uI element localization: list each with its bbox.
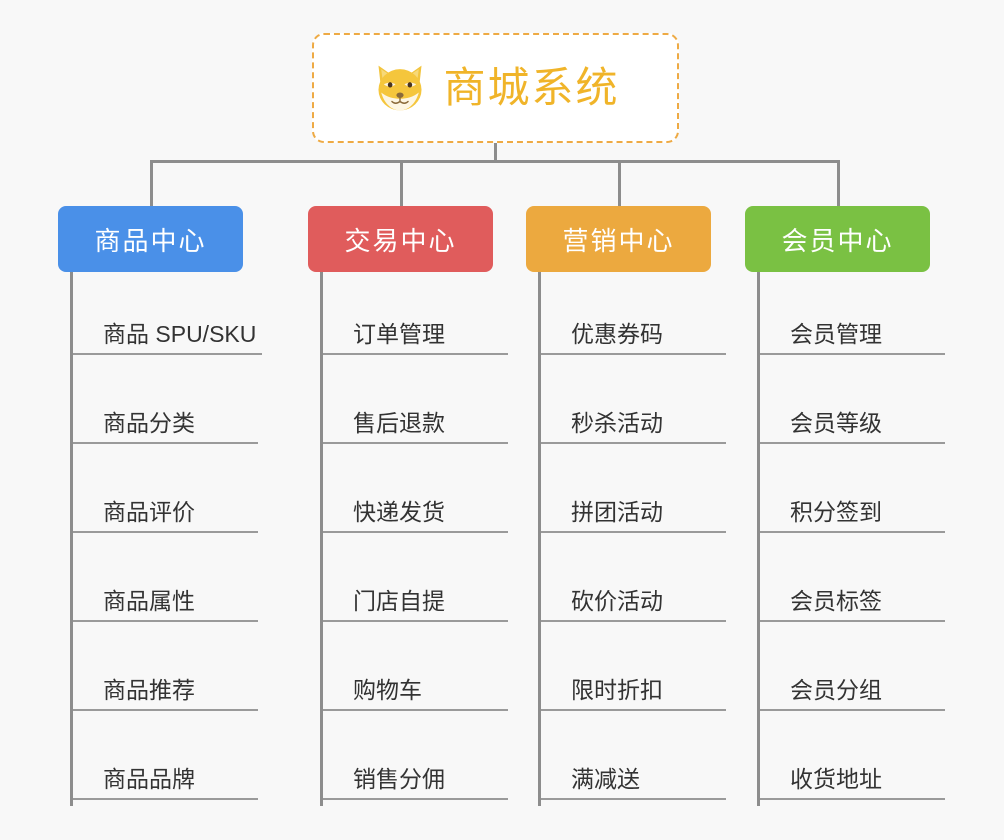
list-item[interactable]: 商品评价 xyxy=(73,450,258,539)
leaf-label: 订单管理 xyxy=(323,321,508,355)
category-column-2: 交易中心 订单管理 售后退款 快递发货 门店自提 购物车 销售分佣 xyxy=(308,206,508,806)
leaf-list-1: 商品 SPU/SKU 商品分类 商品评价 商品属性 商品推荐 商品品牌 xyxy=(70,272,263,806)
list-item[interactable]: 商品品牌 xyxy=(73,717,258,806)
category-header-2[interactable]: 交易中心 xyxy=(308,206,493,272)
leaf-label: 秒杀活动 xyxy=(541,410,726,444)
leaf-label: 限时折扣 xyxy=(541,677,726,711)
leaf-label: 会员管理 xyxy=(760,321,945,355)
list-item[interactable]: 销售分佣 xyxy=(323,717,508,806)
list-item[interactable]: 收货地址 xyxy=(760,717,945,806)
leaf-label: 收货地址 xyxy=(760,766,945,800)
leaf-label: 商品推荐 xyxy=(73,677,258,711)
leaf-label: 积分签到 xyxy=(760,499,945,533)
list-item[interactable]: 商品推荐 xyxy=(73,628,258,717)
list-item[interactable]: 满减送 xyxy=(541,717,726,806)
list-item[interactable]: 会员标签 xyxy=(760,539,945,628)
list-item[interactable]: 砍价活动 xyxy=(541,539,726,628)
leaf-label: 砍价活动 xyxy=(541,588,726,622)
list-item[interactable]: 订单管理 xyxy=(323,272,508,361)
connector-horizontal-bus xyxy=(150,160,840,163)
leaf-label: 商品分类 xyxy=(73,410,258,444)
shiba-dog-face-icon xyxy=(371,62,429,114)
category-column-3: 营销中心 优惠券码 秒杀活动 拼团活动 砍价活动 限时折扣 满减送 xyxy=(526,206,726,806)
list-item[interactable]: 商品 SPU/SKU xyxy=(73,272,263,361)
list-item[interactable]: 限时折扣 xyxy=(541,628,726,717)
leaf-label: 商品评价 xyxy=(73,499,258,533)
category-header-4[interactable]: 会员中心 xyxy=(745,206,930,272)
list-item[interactable]: 商品分类 xyxy=(73,361,258,450)
leaf-label: 会员分组 xyxy=(760,677,945,711)
leaf-label: 快递发货 xyxy=(323,499,508,533)
list-item[interactable]: 积分签到 xyxy=(760,450,945,539)
leaf-label: 售后退款 xyxy=(323,410,508,444)
leaf-label: 商品 SPU/SKU xyxy=(73,321,263,355)
leaf-label: 会员标签 xyxy=(760,588,945,622)
root-node-mall-system[interactable]: 商城系统 xyxy=(312,33,679,143)
category-header-1-label: 商品中心 xyxy=(94,225,207,256)
category-header-3-label: 营销中心 xyxy=(562,225,675,256)
list-item[interactable]: 拼团活动 xyxy=(541,450,726,539)
list-item[interactable]: 会员分组 xyxy=(760,628,945,717)
leaf-label: 购物车 xyxy=(323,677,508,711)
category-header-2-label: 交易中心 xyxy=(344,225,457,256)
category-header-4-label: 会员中心 xyxy=(781,225,894,256)
category-column-4: 会员中心 会员管理 会员等级 积分签到 会员标签 会员分组 收货地址 xyxy=(745,206,945,806)
leaf-label: 满减送 xyxy=(541,766,726,800)
list-item[interactable]: 商品属性 xyxy=(73,539,258,628)
category-header-1[interactable]: 商品中心 xyxy=(58,206,243,272)
leaf-label: 商品品牌 xyxy=(73,766,258,800)
list-item[interactable]: 门店自提 xyxy=(323,539,508,628)
list-item[interactable]: 购物车 xyxy=(323,628,508,717)
root-node-label: 商城系统 xyxy=(443,64,620,111)
list-item[interactable]: 快递发货 xyxy=(323,450,508,539)
leaf-label: 商品属性 xyxy=(73,588,258,622)
list-item[interactable]: 秒杀活动 xyxy=(541,361,726,450)
leaf-label: 门店自提 xyxy=(323,588,508,622)
leaf-label: 优惠券码 xyxy=(541,321,726,355)
list-item[interactable]: 优惠券码 xyxy=(541,272,726,361)
category-column-1: 商品中心 商品 SPU/SKU 商品分类 商品评价 商品属性 商品推荐 商品品牌 xyxy=(58,206,263,806)
list-item[interactable]: 会员等级 xyxy=(760,361,945,450)
connector-root-stem xyxy=(494,143,497,163)
category-header-3[interactable]: 营销中心 xyxy=(526,206,711,272)
connector-drop-column-4 xyxy=(837,160,840,206)
leaf-label: 销售分佣 xyxy=(323,766,508,800)
leaf-list-2: 订单管理 售后退款 快递发货 门店自提 购物车 销售分佣 xyxy=(320,272,508,806)
list-item[interactable]: 售后退款 xyxy=(323,361,508,450)
connector-drop-column-1 xyxy=(150,160,153,206)
connector-drop-column-3 xyxy=(618,160,621,206)
list-item[interactable]: 会员管理 xyxy=(760,272,945,361)
leaf-list-3: 优惠券码 秒杀活动 拼团活动 砍价活动 限时折扣 满减送 xyxy=(538,272,726,806)
leaf-list-4: 会员管理 会员等级 积分签到 会员标签 会员分组 收货地址 xyxy=(757,272,945,806)
leaf-label: 拼团活动 xyxy=(541,499,726,533)
leaf-label: 会员等级 xyxy=(760,410,945,444)
connector-drop-column-2 xyxy=(400,160,403,206)
